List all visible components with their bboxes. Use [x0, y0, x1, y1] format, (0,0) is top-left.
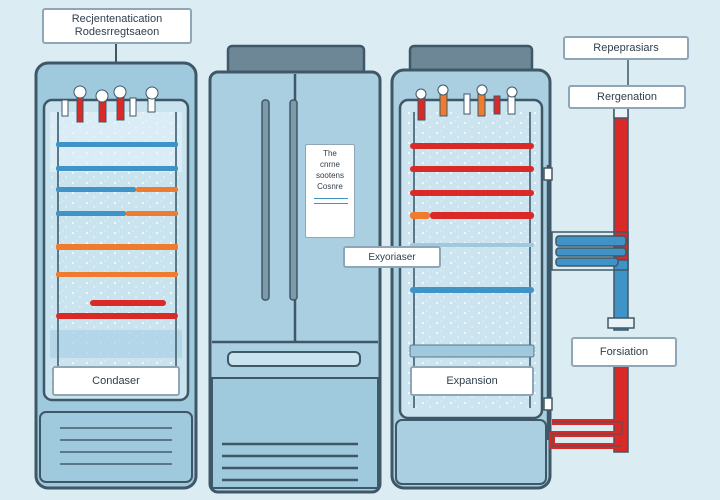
pipe-warm — [410, 212, 430, 219]
label-regeneration: Rergenation — [568, 85, 686, 109]
refrigerant-circuit — [543, 56, 635, 453]
pipe-hot — [90, 300, 166, 306]
pipe-cold — [56, 142, 178, 147]
label-forsiation: Forsiation — [571, 337, 677, 367]
expansion-tubes — [415, 84, 518, 121]
label-refrigeration-title: Recjentenatication Rodesrregtsaeon — [42, 8, 192, 44]
label-repeprasiars: Repeprasiars — [563, 36, 689, 60]
pipe-warm — [136, 187, 178, 192]
drawer-handle — [227, 351, 361, 367]
return-pipe — [613, 359, 629, 453]
pipe-hot — [56, 313, 178, 319]
pipe-hot — [430, 212, 534, 219]
note-divider — [314, 203, 348, 204]
condenser-unit — [34, 44, 198, 490]
label-text: Expansion — [446, 374, 498, 387]
note-divider — [314, 198, 348, 199]
label-text: Rodesrregtsaeon — [74, 26, 160, 38]
note-line: sootens — [315, 171, 345, 180]
label-text: Recjentenatication — [71, 13, 163, 25]
label-condenser: Condaser — [52, 366, 180, 396]
pipe-warm — [56, 272, 178, 277]
label-text: Forsiation — [599, 345, 649, 358]
label-text: Condaser — [92, 374, 140, 387]
pipe-cold — [56, 187, 136, 192]
pipe-hot — [410, 143, 534, 149]
expansion-pipes — [409, 143, 535, 358]
pipe-cold — [410, 287, 534, 293]
label-text: Repeprasiars — [593, 41, 659, 54]
pipe-hot — [410, 190, 534, 196]
label-text: Rergenation — [597, 90, 657, 103]
condenser-tubes — [61, 85, 159, 123]
expansion-valve — [607, 317, 635, 329]
pipe-cold — [410, 243, 534, 247]
pipe-cold — [56, 211, 126, 216]
pipe-warm — [126, 211, 178, 216]
label-evaporator: Exyoriaser — [343, 246, 441, 268]
crisper-shelf — [409, 344, 535, 358]
label-text: Exyoriaser — [368, 251, 416, 263]
note-line: Cosnre — [317, 182, 343, 191]
label-expansion: Expansion — [410, 366, 534, 396]
pipe-warm — [56, 244, 178, 250]
low-pressure-pipe — [613, 259, 629, 331]
pipe-cold — [56, 166, 178, 171]
note-line: cnrne — [319, 160, 340, 169]
pipe-hot — [410, 166, 534, 172]
note-line: The — [323, 149, 337, 158]
door-handle-left — [261, 99, 270, 301]
refrigerator — [208, 44, 382, 494]
door-handle-right — [289, 99, 298, 301]
fridge-info-panel: The cnrne sootens Cosnre — [305, 144, 355, 238]
condenser-pipes — [56, 142, 178, 319]
